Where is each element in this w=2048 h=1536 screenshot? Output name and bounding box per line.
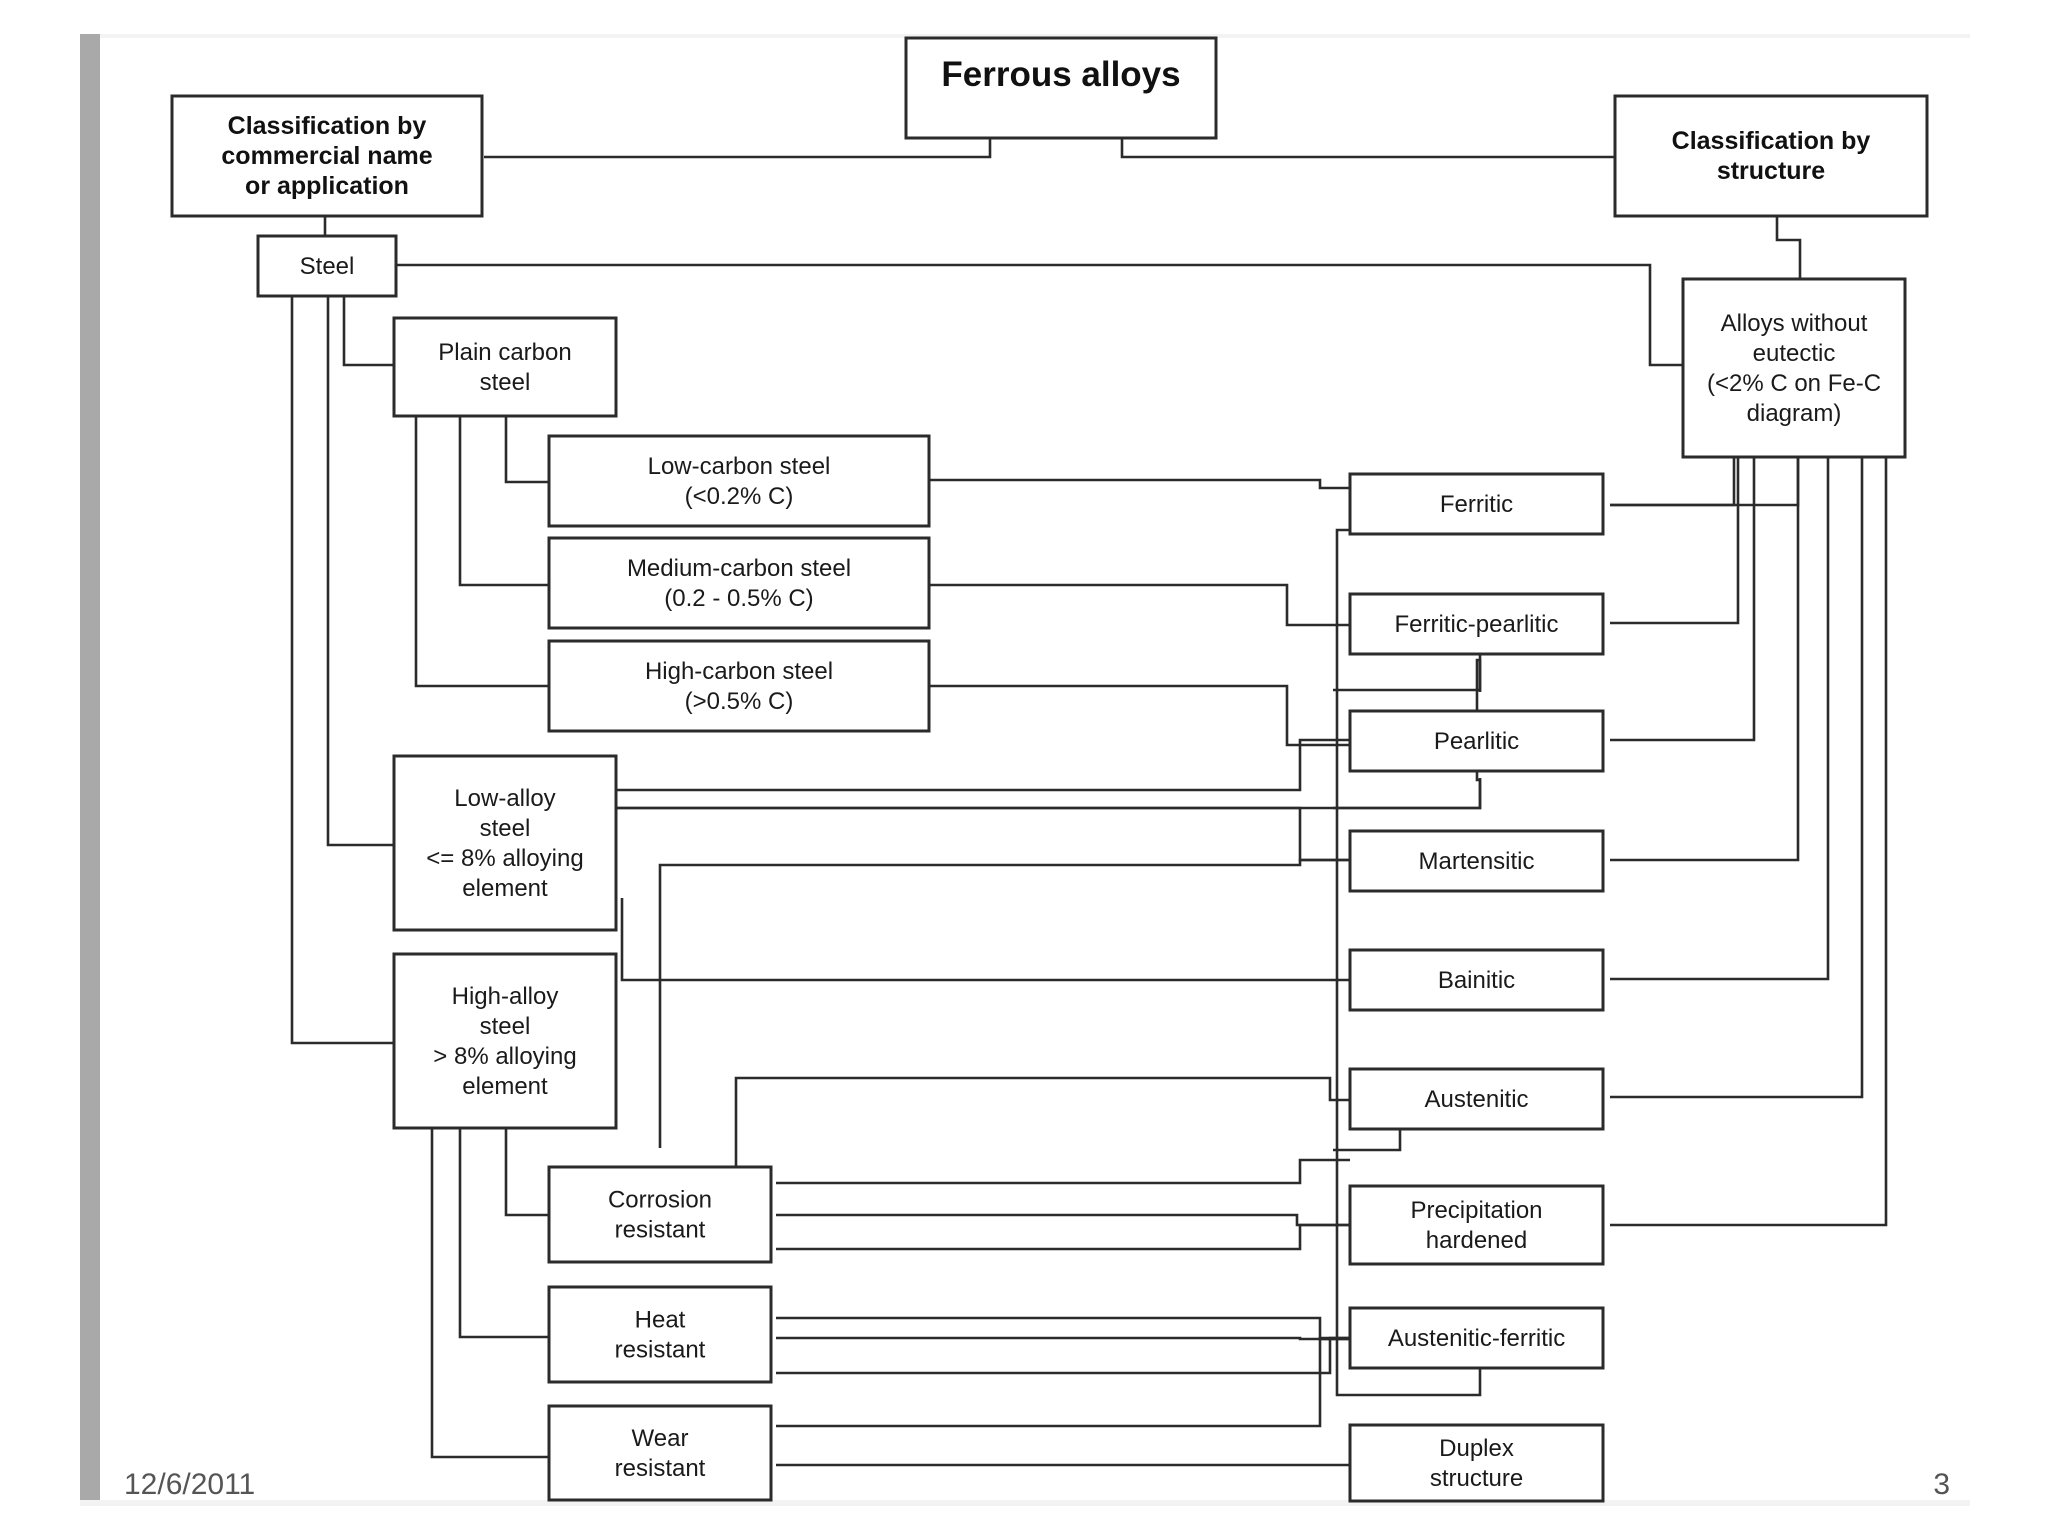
alloys-without-eutectic-box-label-line: Alloys without [1721,310,1868,337]
wear-resistant-box-label-line: Wear [632,1425,689,1452]
alloys-without-eutectic-box: Alloys without eutectic (<2% C on Fe-C diag… [1681,277,1907,459]
austenitic-ferritic-box-outline [1348,1306,1605,1370]
classification-structure-box-label-line: structure [1717,157,1825,185]
high-carbon-steel-box-label-line: (>0.5% C) [685,688,794,715]
pearlitic-box: Pearlitic [1348,709,1605,773]
austenitic-box-label-line: Austenitic [1424,1086,1528,1113]
heat-resistant-box: Heat resistant [547,1285,773,1384]
medium-carbon-steel-box-label-line: (0.2 - 0.5% C) [664,585,813,612]
low-alloy-steel-box-outline [392,754,618,932]
medium-carbon-steel-box: Medium-carbon steel (0.2 - 0.5% C) [547,536,931,630]
pearlitic-box-outline [1348,709,1605,773]
alloys-without-eutectic-box-label-line: (<2% C on Fe-C [1707,370,1881,397]
steel-box-label-line: Steel [300,253,355,280]
ferritic-box-label-line: Ferritic [1440,491,1513,518]
high-alloy-steel-box-label-line: element [462,1073,548,1100]
pearlitic-box-label-line: Pearlitic [1434,728,1519,755]
alloys-without-eutectic-box-label-line: eutectic [1753,340,1836,367]
duplex-structure-box: Duplex structure [1348,1423,1605,1503]
martensitic-box: Martensitic [1348,829,1605,893]
high-carbon-steel-box-outline [547,639,931,733]
heat-resistant-box-label-line: Heat [635,1307,686,1334]
steel-box: Steel [256,234,398,298]
slide-bottom-rule [80,1500,1970,1506]
austenitic-ferritic-box-label-line: Austenitic-ferritic [1388,1325,1565,1352]
classification-commercial-box-label-line: commercial name [221,142,432,170]
low-alloy-steel-box: Low-alloy steel <= 8% alloying element [392,754,618,932]
ferritic-pearlitic-box: Ferritic-pearlitic [1348,592,1605,656]
high-alloy-steel-box: High-alloy steel > 8% alloying element [392,952,618,1130]
slide-left-bar [80,34,100,1506]
high-alloy-steel-box-outline [392,952,618,1130]
duplex-structure-box-label-line: Duplex [1439,1435,1514,1462]
alloys-without-eutectic-box-label-line: diagram) [1747,400,1842,427]
slide-top-rule [80,34,1970,38]
low-carbon-steel-box-outline [547,434,931,528]
duplex-structure-box-label-line: structure [1430,1465,1523,1492]
plain-carbon-steel-box-label-line: steel [480,369,531,396]
precipitation-hardened-box: Precipitation hardened [1348,1184,1605,1266]
alloys-without-eutectic-box-outline [1681,277,1907,459]
low-alloy-steel-box-label-line: steel [480,815,531,842]
classification-structure-box-label-line: Classification by [1672,127,1871,155]
ferritic-pearlitic-box-label-line: Ferritic-pearlitic [1394,611,1558,638]
duplex-structure-box-outline [1348,1423,1605,1503]
ferritic-pearlitic-box-outline [1348,592,1605,656]
slide-number: 3 [1933,1468,1950,1501]
wear-resistant-box-outline [547,1404,773,1502]
slide-date: 12/6/2011 [124,1468,255,1501]
austenitic-box-outline [1348,1067,1605,1131]
precipitation-hardened-box-label-line: hardened [1426,1227,1527,1254]
bainitic-box-outline [1348,948,1605,1012]
corrosion-resistant-box-label-line: Corrosion [608,1187,712,1214]
bainitic-box: Bainitic [1348,948,1605,1012]
wear-resistant-box-label-line: resistant [615,1455,706,1482]
classification-commercial-box-label-line: or application [245,172,409,200]
title-box [904,36,1218,140]
high-carbon-steel-box-label-line: High-carbon steel [645,658,833,685]
plain-carbon-steel-box: Plain carbon steel [392,316,618,418]
heat-resistant-box-outline [547,1285,773,1384]
martensitic-box-label-line: Martensitic [1418,848,1534,875]
medium-carbon-steel-box-outline [547,536,931,630]
wear-resistant-box: Wear resistant [547,1404,773,1502]
plain-carbon-steel-box-outline [392,316,618,418]
connector-lines [290,137,1888,1467]
high-alloy-steel-box-label-line: steel [480,1013,531,1040]
low-alloy-steel-box-label-line: Low-alloy [454,785,555,812]
heat-resistant-box-label-line: resistant [615,1337,706,1364]
austenitic-ferritic-box: Austenitic-ferritic [1348,1306,1605,1370]
high-alloy-steel-box-label-line: High-alloy [452,983,559,1010]
diagram-title: Ferrous alloys [941,55,1180,94]
low-alloy-steel-box-label-line: <= 8% alloying [426,845,583,872]
classification-commercial-box-outline [170,94,484,218]
precipitation-hardened-box-outline [1348,1184,1605,1266]
low-carbon-steel-box-label-line: Low-carbon steel [648,453,831,480]
low-carbon-steel-box-label-line: (<0.2% C) [685,483,794,510]
austenitic-box: Austenitic [1348,1067,1605,1131]
ferritic-box-outline [1348,472,1605,536]
low-alloy-steel-box-label-line: element [462,875,548,902]
high-carbon-steel-box: High-carbon steel (>0.5% C) [547,639,931,733]
medium-carbon-steel-box-label-line: Medium-carbon steel [627,555,851,582]
high-alloy-steel-box-label-line: > 8% alloying [433,1043,576,1070]
steel-box-outline [256,234,398,298]
bainitic-box-label-line: Bainitic [1438,967,1515,994]
precipitation-hardened-box-label-line: Precipitation [1410,1197,1542,1224]
classification-commercial-box-label-line: Classification by [228,112,427,140]
classification-structure-box-outline [1613,94,1929,218]
low-carbon-steel-box: Low-carbon steel (<0.2% C) [547,434,931,528]
corrosion-resistant-box: Corrosion resistant [547,1165,773,1264]
ferritic-box: Ferritic [1348,472,1605,536]
corrosion-resistant-box-label-line: resistant [615,1217,706,1244]
plain-carbon-steel-box-label-line: Plain carbon [438,339,571,366]
martensitic-box-outline [1348,829,1605,893]
corrosion-resistant-box-outline [547,1165,773,1264]
